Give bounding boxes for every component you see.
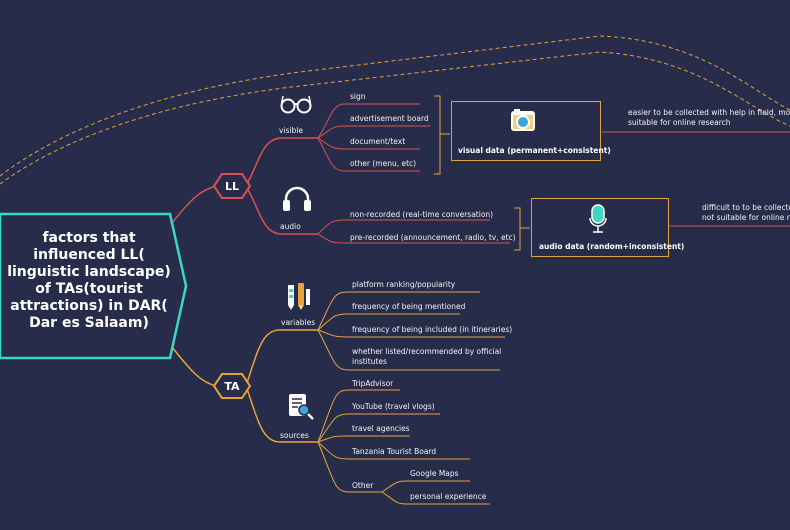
dashed-connector-inner: [0, 51, 790, 185]
visible-item: other (menu, etc): [350, 159, 417, 168]
bracket-audio: [514, 207, 530, 251]
visible-item: advertisement board: [350, 114, 429, 123]
visual-data-note: easier to be collected with help in fiel…: [628, 108, 790, 127]
central-line: linguistic landscape): [7, 264, 171, 280]
ll-label: LL: [224, 180, 240, 193]
source-other-item: Google Maps: [410, 469, 459, 478]
variable-item: platform ranking/popularity: [352, 280, 456, 289]
audio-data-note: difficult to to be collected not suitabl…: [702, 203, 790, 222]
sources-label: sources: [280, 431, 309, 440]
visible-label: visible: [279, 126, 303, 135]
visible-item: sign: [350, 92, 366, 101]
source-other-item: personal experience: [410, 492, 487, 501]
visible-item: document/text: [350, 137, 406, 146]
source-item: TripAdvisor: [352, 379, 394, 388]
pencils-icon: [288, 283, 310, 310]
headphones-icon: [283, 186, 311, 211]
ll-node: [212, 173, 252, 199]
audio-item: non-recorded (real-time conversation): [350, 210, 494, 219]
central-node: [0, 212, 188, 360]
central-line: of TAs(tourist: [35, 281, 143, 297]
branch-ta-sources: [245, 385, 318, 443]
source-item: travel agencies: [352, 424, 410, 433]
branch-ll-visible: [245, 137, 318, 187]
audio-data-title: audio data (random+inconsistent): [539, 242, 685, 251]
ta-label: TA: [224, 380, 240, 393]
source-item: YouTube (travel vlogs): [352, 402, 435, 411]
microphone-icon: [589, 204, 607, 233]
central-line: factors that: [42, 230, 136, 246]
camera-icon: [511, 109, 535, 131]
source-item: Tanzania Tourist Board: [352, 447, 437, 456]
variable-item: whether listed/recommended by official i…: [352, 347, 502, 366]
branch-central-ta: [167, 341, 217, 387]
variables-label: variables: [281, 318, 316, 327]
variable-item: frequency of being mentioned: [352, 302, 466, 311]
audio-item: pre-recorded (announcement, radio, tv, e…: [350, 233, 516, 242]
variable-item: frequency of being included (in itinerar…: [352, 325, 513, 334]
visual-data-title: visual data (permanent+consistent): [458, 146, 611, 155]
central-topic: factors that influenced LL( linguistic l…: [0, 230, 178, 332]
audio-data-box: [531, 198, 669, 257]
branch-ta-variables: [245, 329, 318, 387]
ta-node: [212, 373, 252, 399]
branch-ll-audio: [245, 185, 318, 235]
branch-central-ll: [167, 185, 217, 229]
bracket-visible: [434, 95, 450, 175]
audio-label: audio: [280, 222, 301, 231]
visual-data-box: [451, 101, 601, 161]
glasses-icon: [280, 95, 312, 114]
document-search-icon: [289, 394, 314, 420]
dashed-connector-outer: [0, 35, 790, 177]
central-line: Dar es Salaam): [29, 315, 149, 331]
central-line: attractions) in DAR(: [10, 298, 168, 314]
central-line: influenced LL(: [33, 247, 145, 263]
source-other-label: Other: [352, 481, 374, 490]
